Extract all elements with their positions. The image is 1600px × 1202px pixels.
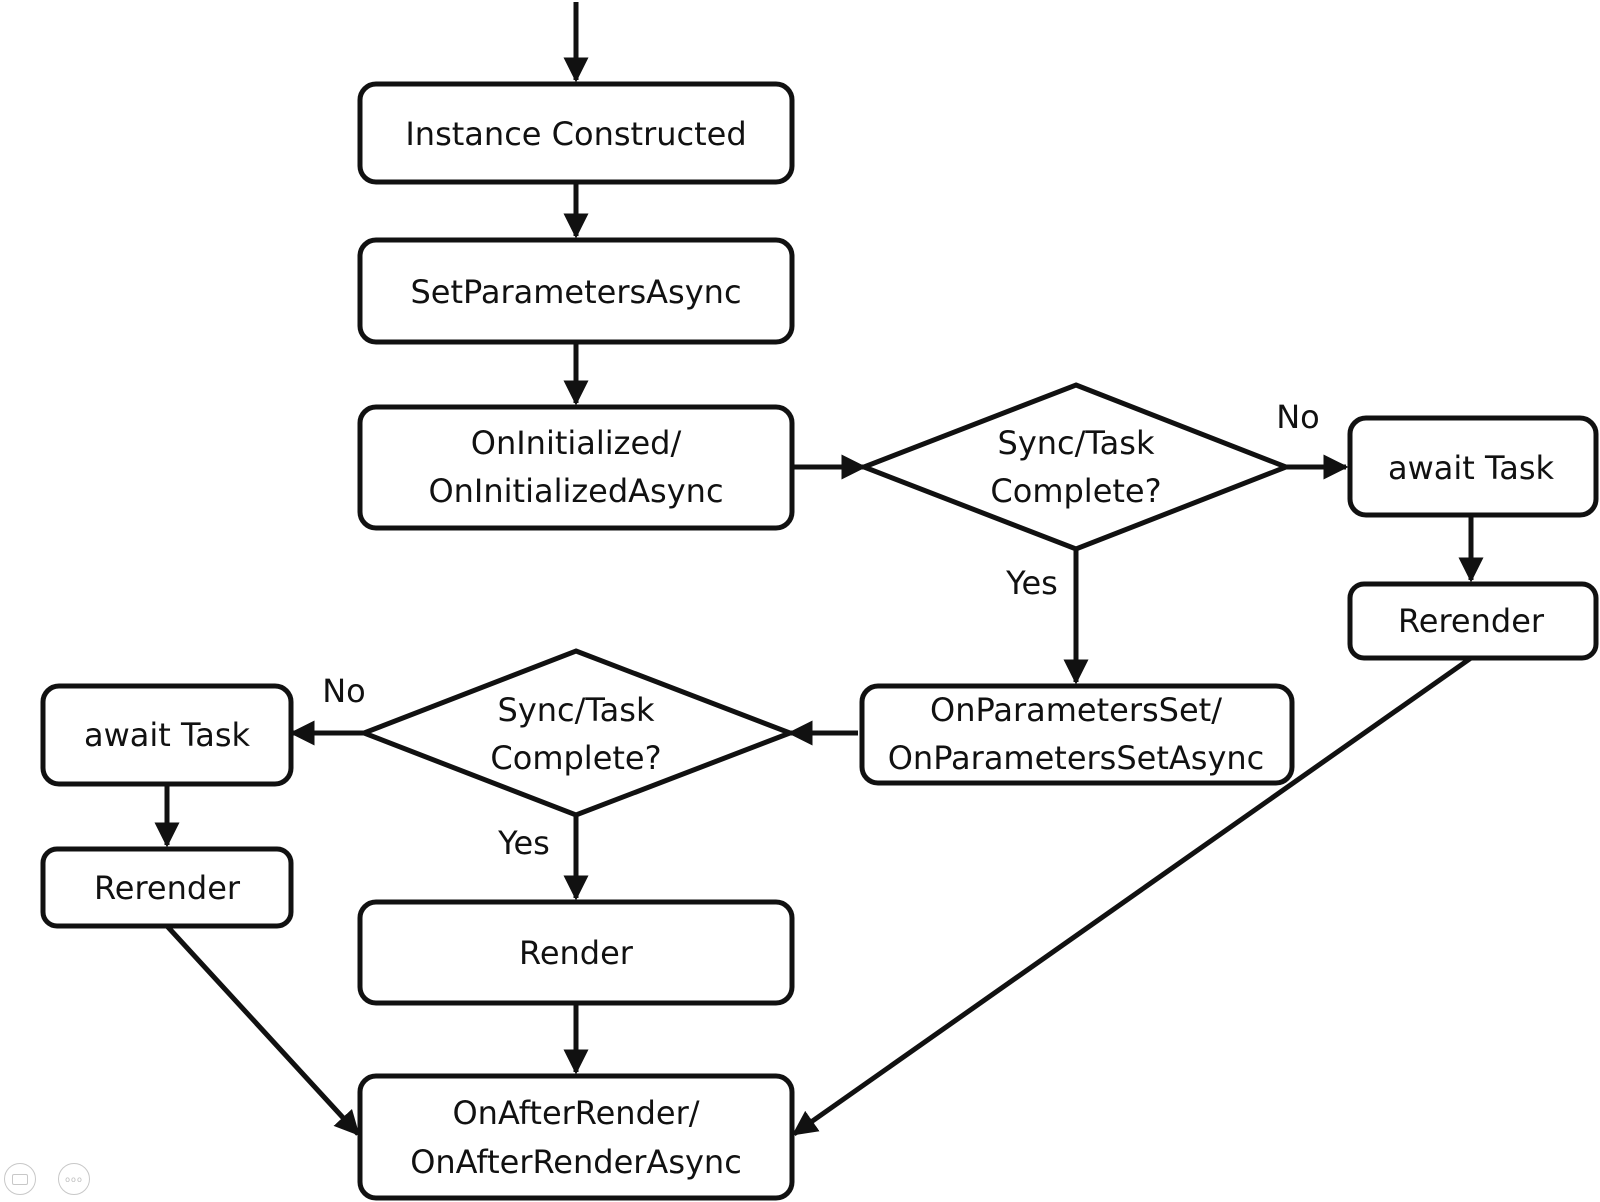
- node-on-initialized-label-line-1: OnInitialized/: [471, 424, 682, 462]
- node-await-task-left-label: await Task: [84, 716, 251, 754]
- node-instance-constructed: Instance Constructed: [357, 81, 795, 185]
- node-decision-2-label-line-1: Sync/Task: [498, 691, 655, 729]
- node-decision-1: Sync/Task Complete?: [857, 382, 1293, 552]
- node-on-parameters-set-label-line-2: OnParametersSetAsync: [888, 739, 1265, 777]
- keyboard-icon[interactable]: [4, 1163, 36, 1195]
- node-on-parameters-set: OnParametersSet/ OnParametersSetAsync: [859, 683, 1295, 786]
- node-on-after-render-label-line-1: OnAfterRender/: [452, 1094, 699, 1132]
- node-rerender-left: Rerender: [40, 846, 294, 929]
- more-options-dots: ooo: [65, 1175, 83, 1184]
- node-await-task-right-label: await Task: [1388, 449, 1555, 487]
- keyboard-glyph: [12, 1174, 28, 1185]
- node-await-task-left: await Task: [40, 683, 294, 787]
- edge-label-decision-1-no: No: [1276, 398, 1320, 436]
- node-on-after-render-label-line-2: OnAfterRenderAsync: [410, 1143, 742, 1181]
- node-on-initialized-label-line-2: OnInitializedAsync: [428, 472, 723, 510]
- edges: [154, 2, 1484, 1137]
- node-rerender-right-label: Rerender: [1398, 602, 1545, 640]
- node-rerender-left-label: Rerender: [94, 869, 241, 907]
- node-on-initialized: OnInitialized/ OnInitializedAsync: [357, 404, 795, 531]
- edge-label-decision-1-yes: Yes: [1005, 564, 1058, 602]
- node-decision-1-label-line-1: Sync/Task: [998, 424, 1155, 462]
- node-set-parameters-async-label: SetParametersAsync: [410, 273, 741, 311]
- more-options-icon[interactable]: ooo: [58, 1163, 90, 1195]
- node-rerender-right: Rerender: [1347, 581, 1599, 661]
- node-decision-1-label-line-2: Complete?: [990, 472, 1161, 510]
- node-render-label: Render: [519, 934, 634, 972]
- edge-rerender-right-to-onafterrender: [791, 655, 1473, 1137]
- node-on-parameters-set-label-line-1: OnParametersSet/: [930, 691, 1222, 729]
- node-decision-2: Sync/Task Complete?: [357, 648, 797, 818]
- node-instance-constructed-label: Instance Constructed: [405, 115, 746, 153]
- node-await-task-right: await Task: [1347, 415, 1599, 518]
- node-render: Render: [357, 899, 795, 1006]
- node-set-parameters-async: SetParametersAsync: [357, 237, 795, 345]
- edge-label-decision-2-no: No: [322, 672, 366, 710]
- node-decision-2-label-line-2: Complete?: [490, 739, 661, 777]
- node-on-after-render: OnAfterRender/ OnAfterRenderAsync: [357, 1073, 795, 1201]
- edge-rerender-left-to-onafterrender: [165, 924, 360, 1136]
- edge-label-decision-2-yes: Yes: [497, 824, 550, 862]
